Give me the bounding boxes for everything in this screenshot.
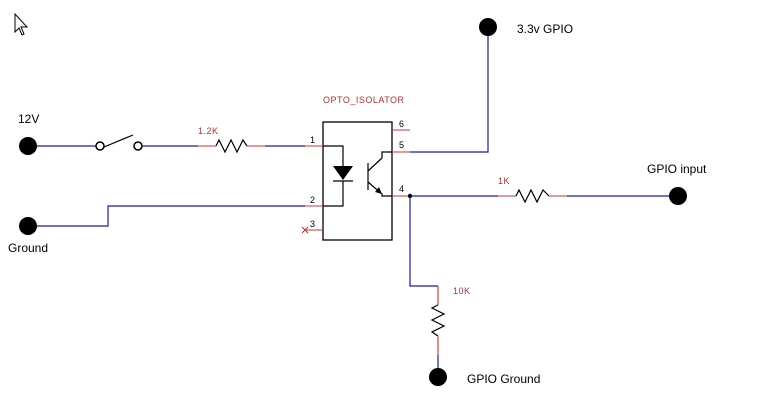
pin-number-3: 3 bbox=[310, 219, 315, 229]
opto-transistor-emitter bbox=[367, 181, 392, 197]
r1-value: 1.2K bbox=[198, 126, 219, 136]
label-gpio-input: GPIO input bbox=[647, 162, 707, 176]
opto-transistor-collector bbox=[367, 151, 392, 172]
pin-number-6: 6 bbox=[399, 119, 404, 129]
resistor-r2[interactable] bbox=[515, 188, 550, 204]
terminal-gpio-ground[interactable] bbox=[429, 368, 447, 386]
resistor-r3[interactable] bbox=[430, 304, 446, 337]
r3-value: 10K bbox=[453, 286, 471, 296]
r2-value: 1K bbox=[498, 176, 510, 186]
opto-isolator-body[interactable] bbox=[322, 121, 393, 241]
label-ground: Ground bbox=[8, 241, 48, 255]
opto-led-wire-bottom bbox=[323, 181, 344, 207]
opto-transistor-emitter-arrow-icon bbox=[375, 187, 382, 194]
switch-contact-right bbox=[133, 141, 143, 151]
terminal-gpio-input[interactable] bbox=[669, 187, 687, 205]
label-gpio-ground: GPIO Ground bbox=[467, 372, 540, 386]
terminal-ground[interactable] bbox=[19, 217, 37, 235]
opto-pin3-nc-mark-b bbox=[301, 226, 309, 234]
opto-led-wire-top bbox=[323, 145, 344, 166]
terminal-3v3-gpio[interactable] bbox=[479, 18, 497, 36]
opto-isolator-ref: OPTO_ISOLATOR bbox=[323, 95, 405, 105]
switch-lever bbox=[103, 134, 134, 148]
pin-number-2: 2 bbox=[310, 195, 315, 205]
wire-pin5-to-3v3 bbox=[410, 27, 489, 153]
terminal-12v[interactable] bbox=[19, 137, 37, 155]
pin-number-4: 4 bbox=[399, 184, 404, 194]
wire-ground-to-opto bbox=[28, 205, 305, 227]
label-3v3-gpio: 3.3v GPIO bbox=[517, 22, 573, 36]
opto-led-icon bbox=[333, 166, 353, 180]
switch[interactable] bbox=[95, 134, 143, 151]
pin-number-5: 5 bbox=[399, 140, 404, 150]
resistor-r1[interactable] bbox=[215, 138, 248, 154]
wire-junction-to-r3 bbox=[409, 196, 438, 287]
pin-number-1: 1 bbox=[310, 135, 315, 145]
mouse-cursor-icon bbox=[14, 12, 29, 36]
label-12v: 12V bbox=[18, 112, 39, 126]
switch-contact-left bbox=[95, 141, 105, 151]
